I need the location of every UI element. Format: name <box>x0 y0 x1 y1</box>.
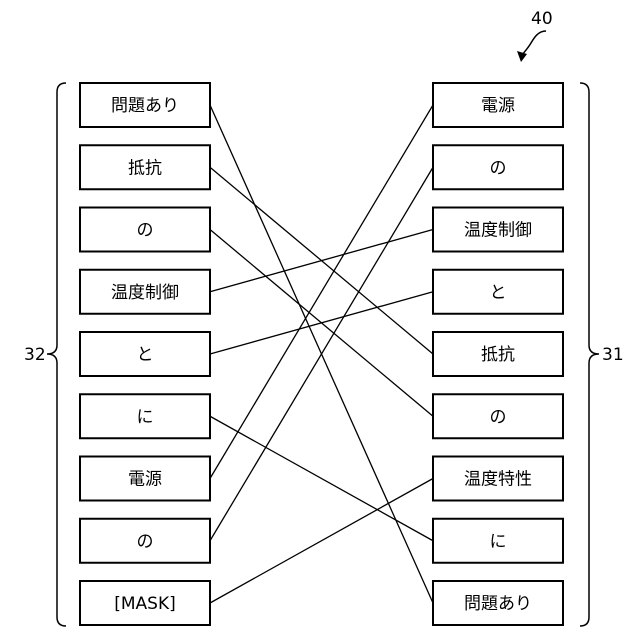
right-token-text: 温度特性 <box>464 470 532 490</box>
figure-label-arrowhead-icon <box>517 51 527 62</box>
connection-line <box>210 230 433 292</box>
left-token-text: [MASK] <box>114 594 176 614</box>
left-token-text: 問題あり <box>111 96 179 116</box>
connection-line <box>210 105 433 479</box>
right-group-label: 31 <box>602 345 624 365</box>
right-token-text: 抵抗 <box>481 345 515 365</box>
left-token-column: 問題あり抵抗の温度制御とに電源の[MASK] <box>80 83 210 625</box>
right-token-text: の <box>490 407 507 427</box>
left-group-brace <box>47 83 66 626</box>
left-token-text: 温度制御 <box>111 283 179 303</box>
left-token-text: の <box>137 532 154 552</box>
figure-label: 40 <box>531 9 553 29</box>
connection-line <box>210 479 433 604</box>
right-token-text: 電源 <box>481 96 515 116</box>
right-token-text: 温度制御 <box>464 221 532 241</box>
right-token-column: 電源の温度制御と抵抗の温度特性に問題あり <box>433 83 563 625</box>
connection-line <box>210 416 433 541</box>
connection-line <box>210 292 433 354</box>
left-token-text: 抵抗 <box>128 158 162 178</box>
right-token-text: 問題あり <box>464 594 532 614</box>
right-token-text: の <box>490 158 507 178</box>
left-group-label: 32 <box>24 345 46 365</box>
left-token-text: の <box>137 221 154 241</box>
left-token-text: 電源 <box>128 470 162 490</box>
connection-lines <box>210 105 433 603</box>
connection-line <box>210 167 433 541</box>
left-token-text: と <box>137 345 154 365</box>
figure-label-arrow <box>522 31 546 55</box>
left-token-text: に <box>137 407 154 427</box>
right-token-text: と <box>490 283 507 303</box>
right-token-text: に <box>490 532 507 552</box>
right-group-brace <box>580 83 599 626</box>
